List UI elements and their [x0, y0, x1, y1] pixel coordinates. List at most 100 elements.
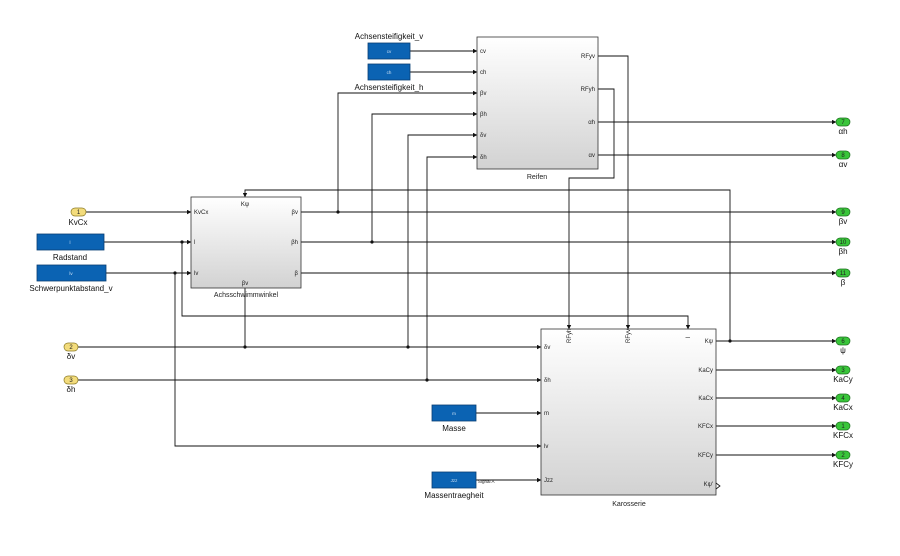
- constant-radstand[interactable]: l Radstand: [36, 233, 105, 262]
- outport-kfcy[interactable]: 2 KFCy: [833, 450, 853, 469]
- achs-in-l: l: [194, 240, 195, 246]
- signal-lines: [78, 48, 837, 483]
- outport-label: KFCx: [833, 431, 853, 440]
- inport-label: δh: [67, 385, 76, 394]
- outport-alpha-h[interactable]: 7 αh: [835, 117, 851, 136]
- branch-points: [173, 210, 732, 382]
- karo-in-lv: lv: [544, 444, 548, 450]
- outport-beta-h[interactable]: 10 βh: [835, 237, 851, 256]
- constant-label: Schwerpunktabstand_v: [29, 284, 112, 293]
- signal-label: Signal A: [478, 479, 495, 484]
- reifen-in-delta-v: δv: [480, 133, 486, 139]
- constant-achsensteifigkeit-h[interactable]: ch Achsensteifigkeit_h: [355, 63, 424, 92]
- outport-kacx[interactable]: 4 KaCx: [833, 393, 853, 412]
- constant-value: l: [70, 240, 71, 245]
- outport-label: KaCy: [833, 375, 853, 384]
- constant-label: Radstand: [53, 253, 87, 262]
- constant-massentraegheit[interactable]: Jzz Signal A Massentraegheit: [424, 471, 495, 500]
- inport-number: 2: [69, 345, 73, 351]
- reifen-out-rfyh: RFyh: [581, 87, 595, 93]
- outport-kacy[interactable]: 3 KaCy: [833, 365, 853, 384]
- karosserie-block[interactable]: δv δh m lv Jzz Kψ KaCy KaCx KFCx KFCy Kψ…: [540, 328, 721, 508]
- reifen-block[interactable]: cv ch βv βh δv δh RFyv RFyh αh αv Reifen: [476, 36, 599, 181]
- reifen-in-delta-h: δh: [480, 155, 487, 161]
- karo-top-rfyv: RFyv: [626, 329, 632, 343]
- reifen-in-beta-h: βh: [480, 112, 487, 118]
- outport-number: 6: [841, 339, 845, 345]
- karo-out-kpsi-dot: Kψ': [704, 482, 713, 488]
- outport-number: 8: [841, 153, 845, 159]
- constant-label: Masse: [442, 424, 466, 433]
- karo-out-kpsi: Kψ: [705, 339, 713, 345]
- achs-out-beta-h: βh: [291, 240, 298, 246]
- karo-label: Karosserie: [612, 501, 646, 508]
- reifen-in-ch: ch: [480, 70, 486, 76]
- constant-masse[interactable]: m Masse: [431, 404, 477, 433]
- reifen-out-rfyv: RFyv: [581, 54, 595, 60]
- reifen-in-beta-v: βv: [480, 91, 486, 97]
- constant-label: Massentraegheit: [424, 491, 484, 500]
- karo-top-rfyh: RFyh: [567, 329, 573, 343]
- reifen-out-alpha-h: αh: [588, 120, 595, 126]
- outport-number: 7: [841, 120, 845, 126]
- karo-top-l: l: [686, 337, 692, 338]
- constant-achsensteifigkeit-v[interactable]: cv Achsensteifigkeit_v: [355, 32, 423, 60]
- outport-number: 4: [841, 396, 845, 402]
- outport-number: 3: [841, 368, 845, 374]
- outport-beta-v[interactable]: 9 βv: [835, 207, 851, 226]
- constant-value: ch: [387, 70, 392, 75]
- inport-number: 3: [69, 378, 73, 384]
- karo-out-kpsi-dot-port: [715, 482, 721, 490]
- outport-number: 1: [841, 424, 845, 430]
- outport-label: β: [841, 278, 846, 287]
- constant-label: Achsensteifigkeit_v: [355, 32, 423, 41]
- constant-value: lv: [69, 271, 73, 276]
- reifen-in-cv: cv: [480, 49, 486, 55]
- achs-out-beta-v: βv: [292, 210, 298, 216]
- achs-top-kpsi: Kψ: [241, 202, 249, 208]
- outport-label: ψ: [840, 346, 846, 355]
- outport-label: βv: [839, 217, 848, 226]
- constant-value: Jzz: [451, 478, 459, 483]
- outport-psi[interactable]: 6 ψ: [835, 336, 851, 355]
- karo-out-kacx: KaCx: [698, 396, 713, 402]
- outport-label: αh: [838, 127, 847, 136]
- constant-value: cv: [387, 49, 392, 54]
- inport-kvcx[interactable]: 1 KvCx: [68, 207, 88, 227]
- karo-in-delta-v: δv: [544, 345, 550, 351]
- outport-number: 11: [840, 271, 847, 277]
- karo-in-jzz: Jzz: [544, 478, 553, 484]
- karo-out-kfcx: KFCx: [698, 424, 713, 430]
- achsschwimmwinkel-block[interactable]: KvCx l lv βv βh β Kψ βv Achsschwimmwinke…: [190, 196, 302, 299]
- outport-beta[interactable]: 11 β: [835, 268, 851, 287]
- outport-number: 10: [840, 240, 847, 246]
- inport-label: δv: [67, 352, 75, 361]
- reifen-label: Reifen: [527, 174, 547, 181]
- reifen-out-alpha-v: αv: [589, 153, 595, 159]
- outport-label: KFCy: [833, 460, 853, 469]
- inport-delta-h[interactable]: 3 δh: [63, 375, 79, 394]
- constant-value: m: [452, 411, 456, 416]
- outport-alpha-v[interactable]: 8 αv: [835, 150, 851, 169]
- karo-in-m: m: [544, 411, 549, 417]
- constant-label: Achsensteifigkeit_h: [355, 83, 424, 92]
- karo-out-kacy: KaCy: [698, 368, 713, 374]
- constant-schwerpunktabstand-v[interactable]: lv Schwerpunktabstand_v: [29, 264, 113, 293]
- outport-label: αv: [839, 160, 848, 169]
- outport-label: βh: [838, 247, 847, 256]
- outport-number: 2: [841, 453, 845, 459]
- achs-bottom-beta-v: βv: [242, 281, 248, 287]
- achs-out-beta: β: [295, 271, 299, 277]
- outport-kfcx[interactable]: 1 KFCx: [833, 421, 853, 440]
- achs-label: Achsschwimmwinkel: [214, 292, 279, 299]
- inport-label: KvCx: [68, 218, 87, 227]
- inport-number: 1: [77, 210, 81, 216]
- achs-in-lv: lv: [194, 271, 198, 277]
- outport-number: 9: [841, 210, 845, 216]
- outport-label: KaCx: [833, 403, 853, 412]
- achs-in-kvcx: KvCx: [194, 210, 208, 216]
- karo-in-delta-h: δh: [544, 378, 551, 384]
- karo-out-kfcy: KFCy: [698, 453, 713, 459]
- inport-delta-v[interactable]: 2 δv: [63, 342, 79, 361]
